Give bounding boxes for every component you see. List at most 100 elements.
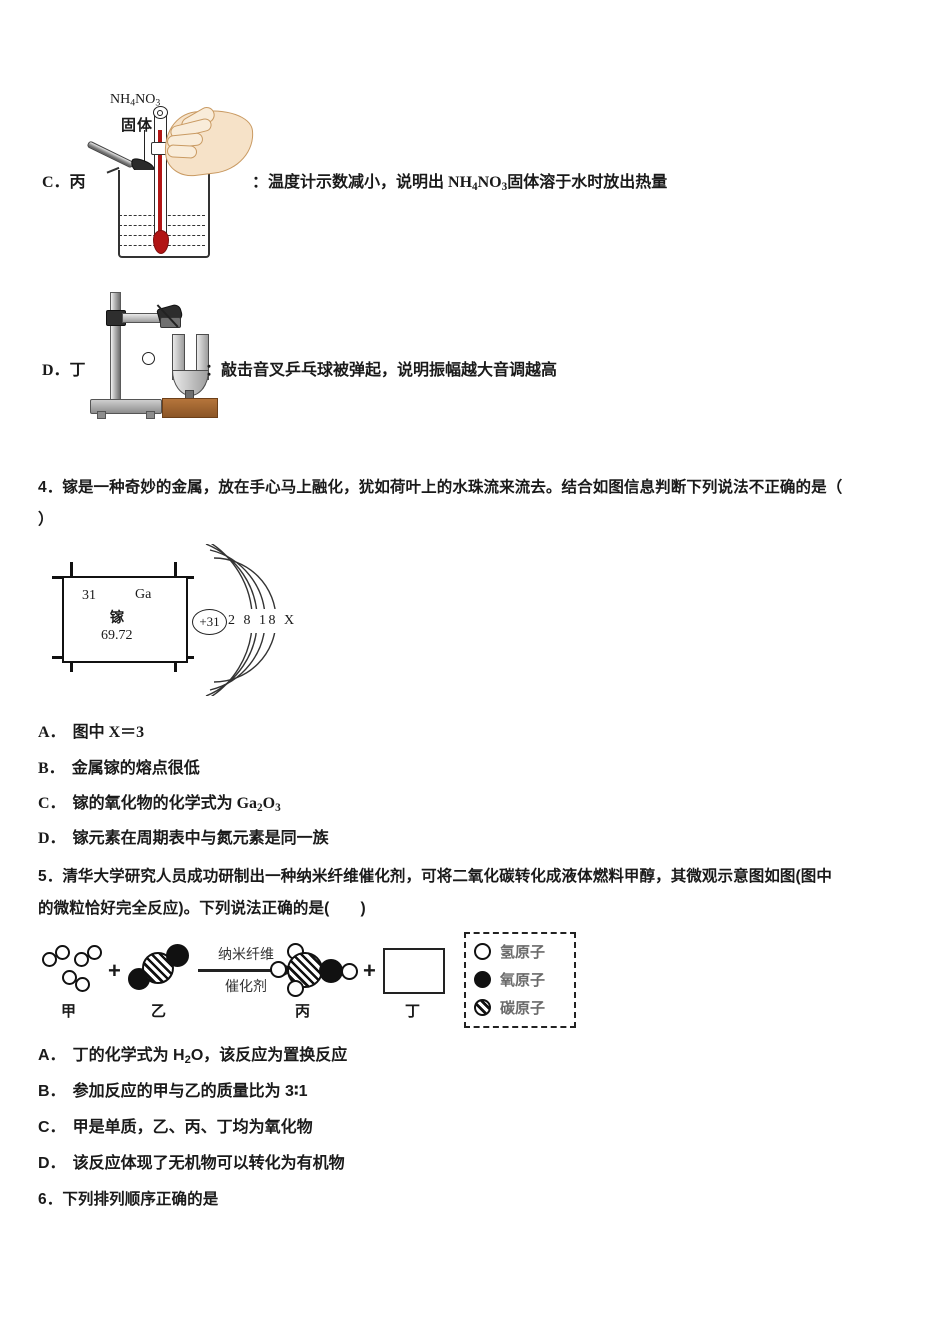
hydrogen-atom [270, 961, 287, 978]
question-4-option-a: A． 图中 X＝3 [38, 722, 144, 744]
element-atomic-number: 31 [82, 588, 96, 603]
question-5-option-c: C． 甲是单质，乙、丙、丁均为氧化物 [38, 1117, 313, 1139]
plus-sign-2: + [363, 958, 376, 983]
option-a-text-after: ，该反应为置换反应 [203, 1047, 348, 1064]
formula-ga2o3: Ga2O3 [236, 795, 281, 814]
question-5-number: 5． [38, 868, 63, 885]
thermometer-cap-ring [153, 106, 168, 119]
hydrogen-atom [55, 945, 70, 960]
hydrogen-atom [87, 945, 102, 960]
option-b-text: 金属镓的熔点很低 [71, 760, 200, 777]
option-d-label: D．丁 [42, 362, 86, 379]
hydrogen-atom [74, 952, 89, 967]
arrow-shaft [198, 969, 284, 972]
question-6-number: 6． [38, 1191, 63, 1208]
stand-foot [146, 411, 155, 419]
question-5-option-a: A． 丁的化学式为 H2O，该反应为置换反应 [38, 1045, 347, 1071]
option-c-q3: C．丙 [42, 172, 93, 194]
option-a-text: 图中 X＝3 [72, 724, 145, 741]
element-cell-box [62, 576, 188, 663]
ping-pong-ball [142, 352, 155, 365]
figure-label-solid: 固体 [121, 118, 154, 134]
oxygen-atom [319, 959, 343, 983]
option-a-label: A． [38, 724, 66, 741]
question-6-stem: 6．下列排列顺序正确的是 [38, 1185, 218, 1215]
option-b-label: B． [38, 1083, 66, 1100]
spoon-handle [86, 140, 135, 169]
legend-item-oxygen: 氧原子 [474, 967, 570, 993]
colon: ： [205, 362, 222, 379]
hydrogen-atom [75, 977, 90, 992]
methanol-synthesis-reaction-figure: 甲 + 乙 纳米纤维 催化剂 丙 + 丁 [38, 930, 598, 1035]
option-a-label: A． [38, 1047, 66, 1064]
option-b-label: B． [38, 760, 65, 777]
option-c-text-before: 镓的氧化物的化学式为 [72, 795, 237, 812]
atom-nucleus-charge: +31 [192, 609, 227, 635]
legend-item-hydrogen: 氢原子 [474, 939, 570, 965]
carbon-atom-icon [474, 999, 491, 1016]
option-d-text: 敲击音叉乒乓球被弹起，说明振幅越大音调越高 [221, 362, 558, 379]
legend-label-hydrogen: 氢原子 [500, 944, 546, 961]
question-4-number: 4． [38, 479, 63, 496]
question-6-stem-text: 下列排列顺序正确的是 [62, 1191, 219, 1208]
stand-foot [97, 411, 106, 419]
option-d-text: 该反应体现了无机物可以转化为有机物 [72, 1155, 345, 1172]
option-d-label: D． [38, 1155, 66, 1172]
option-c-label: C．丙 [42, 174, 86, 191]
option-d-text: 镓元素在周期表中与氮元素是同一族 [72, 830, 329, 847]
question-4-stem-line1: 4．镓是一种奇妙的金属，放在手心马上融化，犹如荷叶上的水珠流来流去。结合如图信息… [38, 473, 928, 503]
question-5-stem-line2: 的微粒恰好完全反应)。下列说法正确的是( ) [38, 900, 366, 917]
beaker-thermometer-figure: NH4NO3 固体 [86, 92, 273, 264]
oxygen-atom [166, 944, 189, 967]
atom-legend-box: 氢原子 氧原子 碳原子 [464, 932, 576, 1028]
question-4-option-b: B． 金属镓的熔点很低 [38, 758, 200, 780]
option-d-q3: D．丁 [42, 360, 93, 382]
formula-h2o: H2O [173, 1047, 204, 1066]
formula-nh4no3: NH4NO3 [448, 174, 508, 193]
option-c-text: 甲是单质，乙、丙、丁均为氧化物 [72, 1119, 313, 1136]
legend-label-oxygen: 氧原子 [500, 972, 546, 989]
leader-line [144, 130, 145, 168]
tuning-fork-figure [88, 290, 238, 419]
element-atomic-mass: 69.72 [101, 628, 133, 643]
plus-sign-1: + [108, 958, 121, 983]
catalyst-label-top: 纳米纤维 [218, 946, 274, 962]
legend-label-carbon: 碳原子 [500, 1000, 546, 1017]
thermometer-bulb [152, 230, 169, 254]
molecule-label-bing: 丙 [295, 1003, 311, 1020]
question-4-option-d: D． 镓元素在周期表中与氮元素是同一族 [38, 828, 329, 850]
hydrogen-atom [42, 952, 57, 967]
oxygen-atom-icon [474, 971, 491, 988]
option-d-label: D． [38, 830, 66, 847]
element-chinese-name: 镓 [110, 611, 124, 626]
colon: ： [252, 174, 269, 191]
question-5-option-d: D． 该反应体现了无机物可以转化为有机物 [38, 1153, 345, 1175]
hydrogen-atom-icon [474, 943, 491, 960]
option-b-text: 参加反应的甲与乙的质量比为 3∶1 [72, 1083, 308, 1100]
option-d-q3-description: ：敲击音叉乒乓球被弹起，说明振幅越大音调越高 [205, 360, 557, 382]
unknown-product-box [383, 948, 445, 994]
tuning-fork [170, 334, 212, 402]
wooden-resonance-block [162, 398, 218, 418]
option-c-text-after: 固体溶于水时放出热量 [507, 174, 668, 191]
hand-finger [166, 144, 198, 159]
question-5-option-b: B． 参加反应的甲与乙的质量比为 3∶1 [38, 1081, 308, 1103]
option-c-label: C． [38, 795, 66, 812]
question-4-stem-text: 镓是一种奇妙的金属，放在手心马上融化，犹如荷叶上的水珠流来流去。结合如图信息判断… [62, 479, 843, 496]
catalyst-label-bottom: 催化剂 [225, 978, 267, 994]
option-c-label: C． [38, 1119, 66, 1136]
option-a-text-before: 丁的化学式为 [72, 1047, 174, 1064]
figure-label-nh4no3: NH4NO3 [110, 92, 161, 109]
molecule-label-yi: 乙 [151, 1003, 167, 1020]
element-symbol: Ga [135, 587, 152, 602]
stand-base [90, 399, 162, 414]
option-c-q3-description: ：温度计示数减小，说明出 NH4NO3固体溶于水时放出热量 [252, 172, 667, 198]
reaction-arrow: 纳米纤维 催化剂 [198, 936, 298, 1002]
molecule-label-jia: 甲 [61, 1003, 77, 1020]
hydrogen-atom [62, 970, 77, 985]
question-4-stem-line2: ） [38, 511, 54, 528]
gallium-element-figure: 31 Ga 镓 69.72 +31 2 8 18 X [52, 544, 332, 696]
atom-shell-electron-counts: 2 8 18 X [228, 609, 328, 633]
legend-item-carbon: 碳原子 [474, 995, 570, 1021]
